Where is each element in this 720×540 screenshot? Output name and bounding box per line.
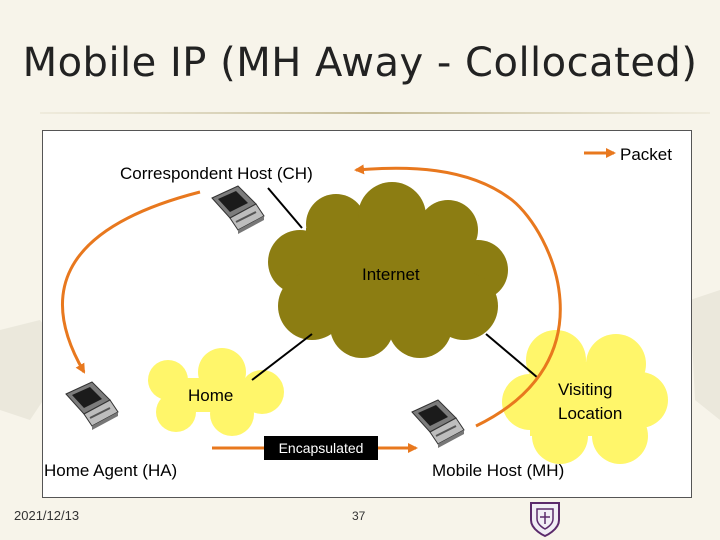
computer-icon (65, 381, 119, 431)
footer-date: 2021/12/13 (14, 508, 80, 523)
home-agent-label: Home Agent (HA) (44, 461, 177, 480)
arrow-mh-to-ch (354, 164, 562, 428)
link-home-internet (251, 333, 313, 381)
link-ch-internet (267, 187, 303, 229)
correspondent-host-label: Correspondent Host (CH) (120, 164, 313, 183)
internet-cloud (268, 182, 508, 358)
arrow-ch-to-ha (61, 190, 201, 374)
home-label: Home (188, 386, 233, 405)
internet-label: Internet (362, 265, 420, 284)
visiting-label-line1: Visiting (558, 380, 613, 399)
mobile-host-label: Mobile Host (MH) (432, 461, 564, 480)
visiting-label-line2: Location (558, 404, 622, 423)
computer-icon (211, 185, 265, 235)
encapsulated-box (264, 436, 378, 460)
home-cloud (148, 348, 284, 436)
slide-title: Mobile IP (MH Away - Collocated) (22, 40, 698, 86)
university-seal-icon (530, 502, 560, 538)
legend-label: Packet (620, 145, 672, 164)
encapsulated-label: Encapsulated (279, 440, 364, 456)
page-number: 37 (352, 509, 366, 523)
link-visiting-internet (485, 333, 539, 379)
title-divider (40, 112, 710, 114)
computer-icon (411, 399, 465, 449)
